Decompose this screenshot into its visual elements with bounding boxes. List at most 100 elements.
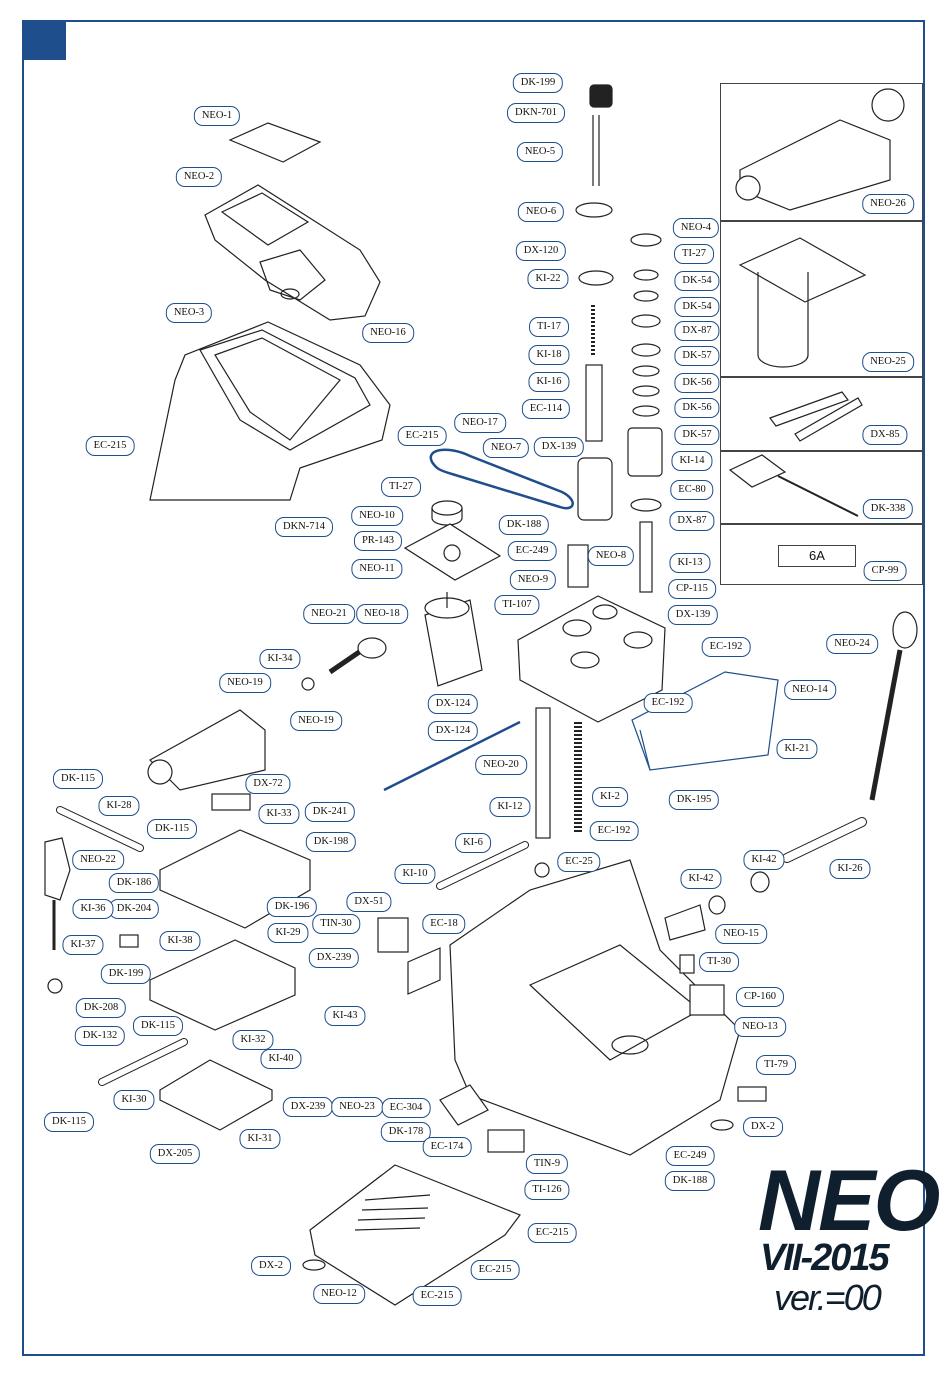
callout-neo-4: NEO-4 [672, 218, 720, 238]
callout-ec-174: EC-174 [422, 1137, 472, 1157]
callout-pr-143: PR-143 [353, 531, 403, 551]
callout-dk-57: DK-57 [674, 346, 720, 366]
page-border [22, 20, 925, 1356]
callout-dx-87: DX-87 [669, 511, 715, 531]
callout-dk-198: DK-198 [305, 832, 357, 852]
callout-neo-10: NEO-10 [351, 506, 403, 526]
callout-neo-17: NEO-17 [454, 413, 506, 433]
callout-ec-215: EC-215 [397, 426, 447, 446]
belt-neo-17 [429, 448, 574, 510]
callout-ki-38: KI-38 [159, 931, 201, 951]
callout-dkn-701: DKN-701 [507, 103, 565, 123]
handle-neo-24 [869, 611, 918, 801]
callout-ki-6: KI-6 [455, 833, 491, 853]
callout-dx-87: DX-87 [674, 321, 720, 341]
callout-ec-215: EC-215 [527, 1223, 577, 1243]
callout-ki-42: KI-42 [743, 850, 785, 870]
callout-ti-126: TI-126 [524, 1180, 570, 1200]
callout-dk-115: DK-115 [52, 769, 104, 789]
callout-dx-120: DX-120 [515, 241, 567, 261]
callout-dk-56: DK-56 [674, 398, 720, 418]
callout-dkn-714: DKN-714 [275, 517, 333, 537]
callout-neo-7: NEO-7 [482, 438, 530, 458]
callout-neo-11: NEO-11 [351, 559, 403, 579]
callout-ki-18: KI-18 [528, 345, 570, 365]
callout-neo-25: NEO-25 [862, 352, 914, 372]
callout-ec-215: EC-215 [470, 1260, 520, 1280]
motor-neo-18 [424, 592, 483, 687]
motor-plate-neo-11 [403, 523, 502, 581]
arm-neo-21 [328, 637, 387, 675]
callout-ki-43: KI-43 [324, 1006, 366, 1026]
callout-dk-115: DK-115 [132, 1016, 184, 1036]
callout-neo-20: NEO-20 [475, 755, 527, 775]
callout-neo-16: NEO-16 [362, 323, 414, 343]
accessory-panel [720, 83, 923, 585]
callout-ti-17: TI-17 [529, 317, 569, 337]
bottom-plate-neo-12 [309, 1164, 521, 1306]
brand-date: VII-2015 [760, 1237, 890, 1279]
callout-cp-99: CP-99 [863, 561, 907, 581]
panel-neo-26 [735, 88, 905, 211]
callout-dk-54: DK-54 [674, 271, 720, 291]
callout-ec-80: EC-80 [670, 480, 714, 500]
pulley-neo-10 [431, 500, 463, 526]
callout-dk-241: DK-241 [304, 802, 356, 822]
callout-ki-42: KI-42 [680, 869, 722, 889]
callout-ec-249: EC-249 [507, 541, 557, 561]
callout-dx-139: DX-139 [533, 437, 585, 457]
callout-dx-2: DX-2 [251, 1256, 291, 1276]
panel-divider [720, 220, 923, 222]
callout-ki-22: KI-22 [527, 269, 569, 289]
clamp-assembly-left [147, 709, 266, 791]
brand-version: ver.=00 [774, 1277, 882, 1318]
callout-neo-5: NEO-5 [516, 142, 564, 162]
callout-ki-10: KI-10 [394, 864, 436, 884]
misc-pins [119, 677, 770, 1102]
callout-dk-57: DK-57 [674, 425, 720, 445]
callout-ti-107: TI-107 [494, 595, 540, 615]
spindle-parts [567, 84, 663, 593]
column-ki-12 [535, 707, 551, 839]
callout-ki-28: KI-28 [98, 796, 140, 816]
callout-ti-79: TI-79 [756, 1055, 796, 1075]
callout-dk-178: DK-178 [380, 1122, 432, 1142]
callout-ki-34: KI-34 [259, 649, 301, 669]
callout-dk-204: DK-204 [108, 899, 160, 919]
callout-ki-14: KI-14 [671, 451, 713, 471]
callout-dx-124: DX-124 [427, 721, 479, 741]
callout-dx-239: DX-239 [282, 1097, 334, 1117]
rod-neo-20 [383, 720, 521, 792]
callout-neo-24: NEO-24 [826, 634, 878, 654]
panel-divider [720, 376, 923, 378]
callout-ki-26: KI-26 [829, 859, 871, 879]
key-stamp: 6A [778, 545, 856, 567]
callout-dk-188: DK-188 [664, 1171, 716, 1191]
callout-ec-215: EC-215 [85, 436, 135, 456]
callout-ec-215: EC-215 [412, 1286, 462, 1306]
lid-neo-2 [204, 184, 381, 321]
callout-ki-21: KI-21 [776, 739, 818, 759]
callout-dx-2: DX-2 [743, 1117, 783, 1137]
callout-dx-51: DX-51 [346, 892, 392, 912]
callout-ki-30: KI-30 [113, 1090, 155, 1110]
callout-ec-192: EC-192 [701, 637, 751, 657]
callout-neo-2: NEO-2 [175, 167, 223, 187]
callout-ki-37: KI-37 [62, 935, 104, 955]
carriage-block-neo-9 [517, 595, 666, 723]
callout-ti-27: TI-27 [674, 244, 714, 264]
callout-ki-12: KI-12 [489, 797, 531, 817]
callout-dx-124: DX-124 [427, 694, 479, 714]
callout-cp-115: CP-115 [668, 579, 716, 599]
electronics [377, 917, 525, 1153]
plate-ki-31 [159, 1059, 273, 1131]
callout-dk-115: DK-115 [43, 1112, 95, 1132]
callout-ti-27: TI-27 [381, 477, 421, 497]
callout-dk-56: DK-56 [674, 373, 720, 393]
callout-ki-29: KI-29 [267, 923, 309, 943]
callout-dk-195: DK-195 [668, 790, 720, 810]
callout-dk-54: DK-54 [674, 297, 720, 317]
callout-neo-23: NEO-23 [331, 1097, 383, 1117]
callout-dk-208: DK-208 [75, 998, 127, 1018]
